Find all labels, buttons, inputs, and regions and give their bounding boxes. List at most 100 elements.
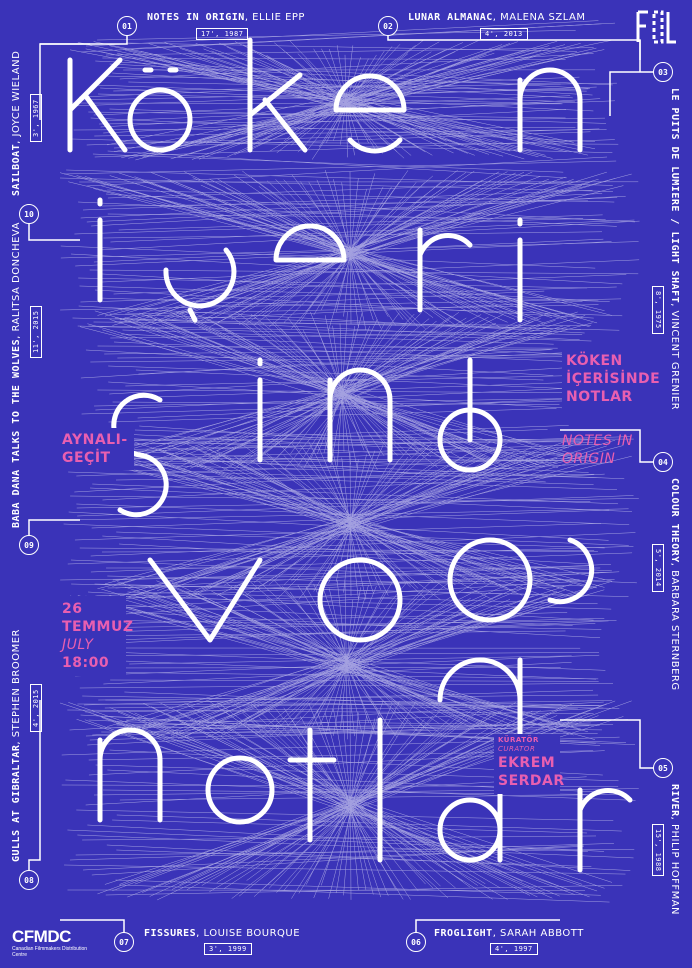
outlined-letters: [67, 37, 633, 873]
letter-stroke: [273, 223, 347, 263]
curator-box: [494, 734, 560, 794]
letter-stroke: [437, 657, 523, 743]
event-date: 26 TEMMUZ JULY 18:00: [62, 600, 134, 672]
film-title-02: LUNAR ALMANAC: [408, 12, 493, 23]
curator-name-1: EKREM: [498, 755, 556, 771]
letter-stroke: [327, 367, 393, 463]
film-number-02: 02: [378, 16, 398, 36]
film-label-08: GULLS AT GIBRALTAR, STEPHEN BROOMER: [11, 629, 22, 862]
letter-stroke: [517, 67, 583, 153]
film-title-06: FROGLIGHT: [434, 928, 493, 939]
film-title-04: COLOUR THEORY: [669, 478, 680, 563]
letter-stroke: [447, 537, 595, 623]
film-label-03: LE PUITS DE LUMIERE / LIGHT SHAFT, VINCE…: [669, 88, 680, 411]
program-title-en: NOTES IN ORIGIN: [562, 432, 633, 468]
film-director-08: STEPHEN BROOMER: [11, 629, 22, 738]
film-title-10: SAILBOAT: [11, 143, 22, 196]
curator-label-en: CURATOR: [498, 745, 536, 753]
film-director-07: LOUISE BOURQUE: [203, 928, 301, 939]
film-label-02: LUNAR ALMANAC, MALENA SZLAM: [408, 12, 586, 23]
cfmdc-logo-subtitle: Canadian Filmmakers Distribution Centre: [12, 946, 88, 958]
film-number-08: 08: [19, 870, 39, 890]
date-month-tr: TEMMUZ: [62, 619, 134, 635]
program-title-en-1: NOTES IN: [562, 433, 633, 449]
film-label-07: FISSURES, LOUISE BOURQUE: [144, 928, 301, 939]
film-meta-10: 3', 1967: [30, 94, 42, 142]
film-title-08: GULLS AT GIBRALTAR: [11, 744, 22, 862]
date-month-en: JULY: [62, 637, 94, 653]
film-meta-03-wrap: 8', 1975: [652, 286, 664, 334]
film-director-05: PHILIP HOFFMAN: [669, 823, 680, 916]
film-director-03: VINCENT GRENIER: [669, 310, 680, 411]
film-title-09: BABA DANA TALKS TO THE WOLVES: [11, 338, 22, 528]
program-title-en-2: ORIGIN: [562, 451, 616, 467]
film-title-03: LE PUITS DE LUMIERE / LIGHT SHAFT: [669, 88, 680, 304]
film-meta-05-wrap: 15', 1988: [652, 824, 664, 877]
venue-line-2: GEÇİT: [62, 450, 111, 466]
film-number-09: 09: [19, 535, 39, 555]
film-number-07: 07: [114, 932, 134, 952]
letter-stroke: [333, 73, 407, 154]
film-number-03: 03: [653, 62, 673, 82]
film-meta-10-wrap: 3', 1967: [30, 94, 42, 142]
cfmdc-logo: CFMDC Canadian Filmmakers Distribution C…: [12, 928, 102, 959]
venue: AYNALI- GEÇİT: [62, 431, 128, 467]
film-meta-01: 17', 1987: [196, 28, 249, 40]
film-director-02: MALENA SZLAM: [500, 12, 586, 23]
letter-stroke: [147, 557, 403, 643]
program-title-tr-2: İÇERİSİNDE: [566, 371, 661, 387]
film-title-01: NOTES IN ORIGIN: [147, 12, 245, 23]
film-meta-09: 11', 2015: [30, 305, 42, 358]
film-director-10: JOYCE WIELAND: [11, 50, 22, 137]
letter-stroke: [437, 357, 503, 473]
film-title-07: FISSURES: [144, 928, 197, 939]
letter-stroke: [247, 37, 308, 153]
letter-stroke: [577, 787, 633, 873]
venue-box: [58, 428, 134, 470]
fol-logo: [636, 10, 678, 44]
date-time: 18:00: [62, 655, 110, 671]
film-meta-05: 15', 1988: [652, 824, 664, 877]
film-meta-04-wrap: 5', 2014: [652, 544, 664, 592]
letter-stroke: [287, 727, 337, 843]
curator: KÜRATÖR CURATOR EKREM SERDAR: [498, 736, 565, 790]
date-day: 26: [62, 601, 83, 617]
fol-logo-mark: [636, 10, 676, 44]
letter-stroke: [417, 227, 473, 313]
program-title-tr-1: KÖKEN: [566, 353, 623, 369]
film-label-04: COLOUR THEORY, BARBARA STERNBERG: [669, 478, 680, 691]
venue-line-1: AYNALI-: [62, 432, 128, 448]
film-meta-09-wrap: 11', 2015: [30, 305, 42, 358]
film-label-05: RIVER, PHILIP HOFFMAN: [669, 784, 680, 916]
film-number-05: 05: [653, 758, 673, 778]
film-meta-03: 8', 1975: [652, 286, 664, 334]
film-meta-04: 5', 2014: [652, 544, 664, 592]
program-title-tr-3: NOTLAR: [566, 389, 633, 405]
letter-stroke: [205, 755, 275, 825]
letter-stroke: [127, 67, 193, 153]
letter-stroke: [111, 392, 169, 518]
film-label-06: FROGLIGHT, SARAH ABBOTT: [434, 928, 584, 939]
film-number-06: 06: [406, 932, 426, 952]
film-director-04: BARBARA STERNBERG: [669, 570, 680, 691]
film-number-04: 04: [653, 452, 673, 472]
letter-stroke: [97, 727, 163, 823]
film-meta-02: 4', 2013: [480, 28, 528, 40]
film-director-09: RALITSA DONCHEVA: [11, 222, 22, 332]
program-title-box: [562, 348, 658, 410]
film-title-05: RIVER: [669, 784, 680, 817]
letter-stroke: [163, 247, 237, 323]
date-box: [58, 596, 126, 676]
film-label-10: SAILBOAT, JOYCE WIELAND: [11, 50, 22, 196]
film-label-01: NOTES IN ORIGIN, ELLIE EPP: [147, 12, 305, 23]
letter-stroke: [67, 57, 128, 153]
film-number-10: 10: [19, 204, 39, 224]
film-director-01: ELLIE EPP: [252, 12, 305, 23]
film-director-06: SARAH ABBOTT: [500, 928, 584, 939]
film-meta-08: 4', 2015: [30, 684, 42, 732]
film-meta-08-wrap: 4', 2015: [30, 684, 42, 732]
film-label-09: BABA DANA TALKS TO THE WOLVES, RALITSA D…: [11, 222, 22, 528]
program-title: KÖKEN İÇERİSİNDE NOTLAR: [566, 352, 660, 406]
